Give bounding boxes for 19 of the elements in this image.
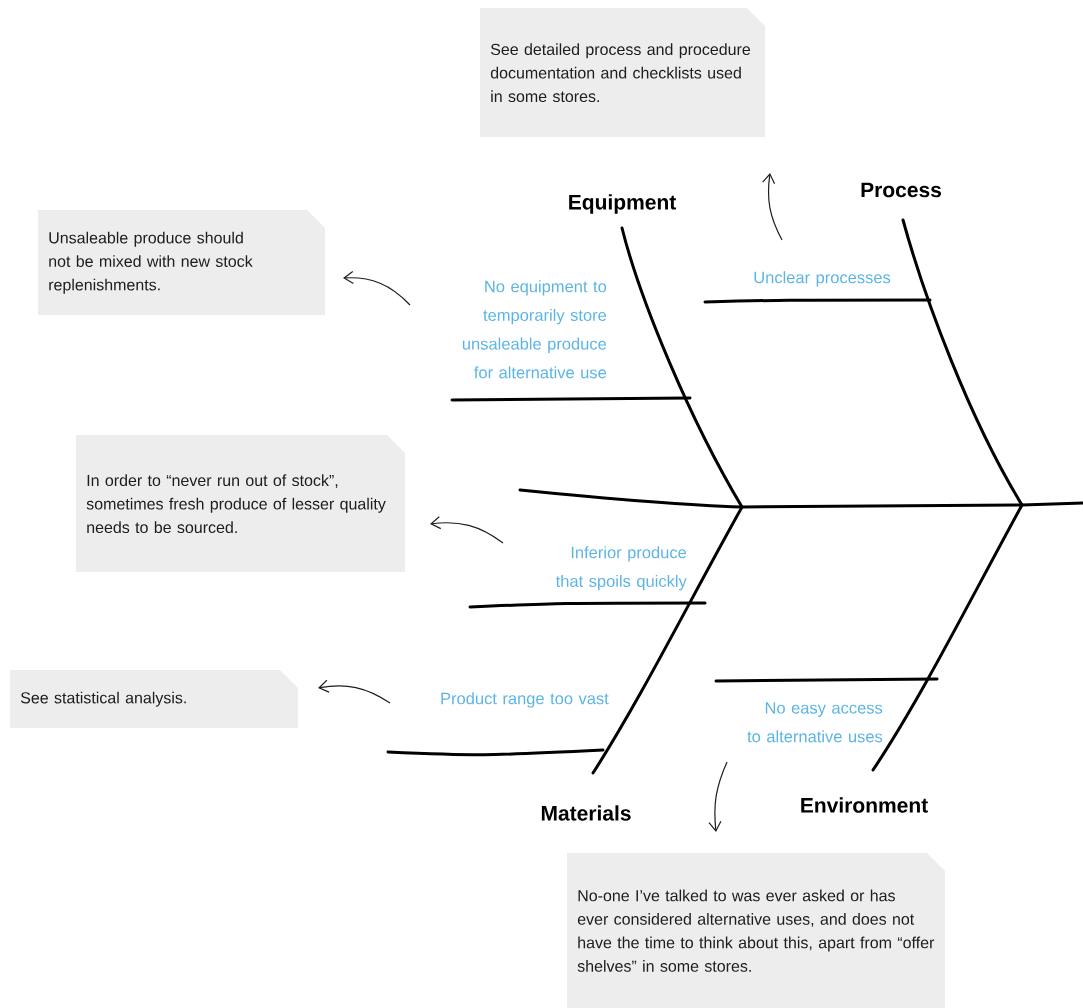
note-box: Unsaleable produce should not be mixed with new stock replenishments.: [38, 210, 325, 315]
category-heading: Equipment: [569, 194, 676, 214]
cause-text: No easy access to alternative uses: [747, 702, 883, 743]
note-box: No-one I’ve talked to was ever asked or has ever considered alternative uses, and does not have the time to think about this, apart from “offer shelves” in some stores.: [567, 853, 945, 1008]
cause-text: Product range too vast: [441, 692, 609, 708]
cause-text: No equipment to temporarily store unsaleable produce for alternative use: [462, 280, 607, 379]
arrow: [318, 679, 391, 704]
cause-text: Inferior produce that spoils quickly: [555, 546, 687, 591]
note-box: In order to “never run out of stock”, sometimes fresh produce of lesser quality needs to be sourced.: [76, 435, 405, 572]
cause-text: Unclear processes: [754, 271, 891, 287]
arrow: [343, 270, 411, 306]
category-heading: Materials: [541, 805, 631, 821]
arrow: [430, 516, 504, 544]
note-box: See statistical analysis.: [10, 670, 298, 728]
category-heading: Process: [861, 182, 941, 198]
arrow: [708, 761, 728, 832]
note-box: See detailed process and procedure documentation and checklists used in some stores.: [480, 8, 765, 137]
arrow: [762, 173, 783, 241]
category-heading: Environment: [801, 797, 928, 813]
